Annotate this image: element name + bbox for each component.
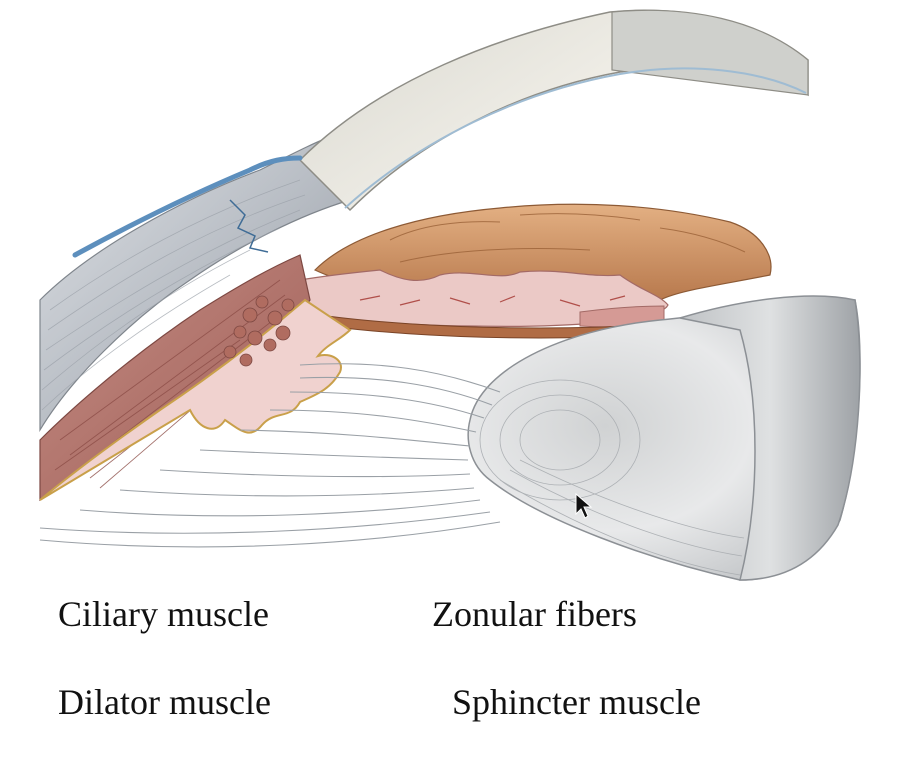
mouse-cursor-icon <box>575 492 593 519</box>
zonular-fibers <box>39 363 501 548</box>
ciliary-body-cells <box>223 295 295 367</box>
label-ciliary-muscle: Ciliary muscle <box>58 594 269 634</box>
label-dilator-muscle: Dilator muscle <box>58 682 271 722</box>
label-sphincter-muscle: Sphincter muscle <box>452 682 701 722</box>
iris-stroma <box>299 269 669 327</box>
eye-anterior-segment-illustration <box>39 9 861 581</box>
label-zonular-fibers: Zonular fibers <box>432 594 637 634</box>
lens-cut-side <box>679 295 861 581</box>
